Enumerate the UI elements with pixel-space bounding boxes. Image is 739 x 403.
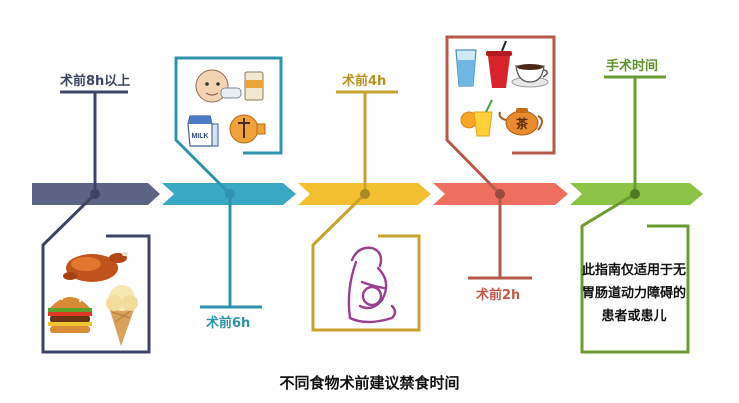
stage-label-4h: 术前4h	[342, 74, 387, 89]
timeline-node-4h	[360, 189, 370, 199]
roast-chicken-icon	[63, 252, 128, 282]
coffee-cup-icon	[511, 64, 549, 88]
water-glass-icon	[455, 49, 477, 87]
diagram-caption: 不同食物术前建议禁食时间	[279, 374, 460, 392]
stage-2h-callout	[445, 35, 556, 280]
biscuit-icon	[229, 114, 266, 144]
stage-label-2h: 术前2h	[476, 288, 521, 303]
stage-label-surgery: 手术时间	[606, 59, 659, 74]
timeline-node-2h	[495, 189, 505, 199]
milk-carton-label: MILK	[191, 133, 208, 140]
hamburger-icon	[48, 294, 92, 333]
timeline-node-6h	[225, 189, 235, 199]
milk-carton-icon: MILK	[187, 115, 219, 147]
stage-label-8h: 术前8h以上	[60, 74, 131, 89]
timeline-node-8h	[90, 189, 100, 199]
applicability-note: 此指南仅适用于无胃肠道动力障碍的患者或患儿	[582, 235, 686, 351]
stage-4h-callout	[311, 90, 421, 332]
stage-surgery-callout	[580, 75, 690, 354]
timeline-node-surgery	[630, 189, 640, 199]
stage-8h-callout	[41, 90, 151, 354]
teapot-label: 茶	[515, 116, 529, 131]
teapot-icon: 茶	[498, 108, 543, 136]
ice-cream-icon	[106, 285, 138, 346]
stage-label-6h: 术前6h	[206, 316, 251, 331]
breastfeeding-icon	[347, 246, 397, 324]
baby-formula-icon	[195, 69, 264, 103]
soda-cup-icon	[486, 40, 512, 88]
applicability-note-text: 此指南仅适用于无胃肠道动力障碍的患者或患儿	[582, 262, 687, 324]
orange-juice-icon	[460, 99, 493, 137]
stage-6h-callout	[174, 56, 283, 309]
